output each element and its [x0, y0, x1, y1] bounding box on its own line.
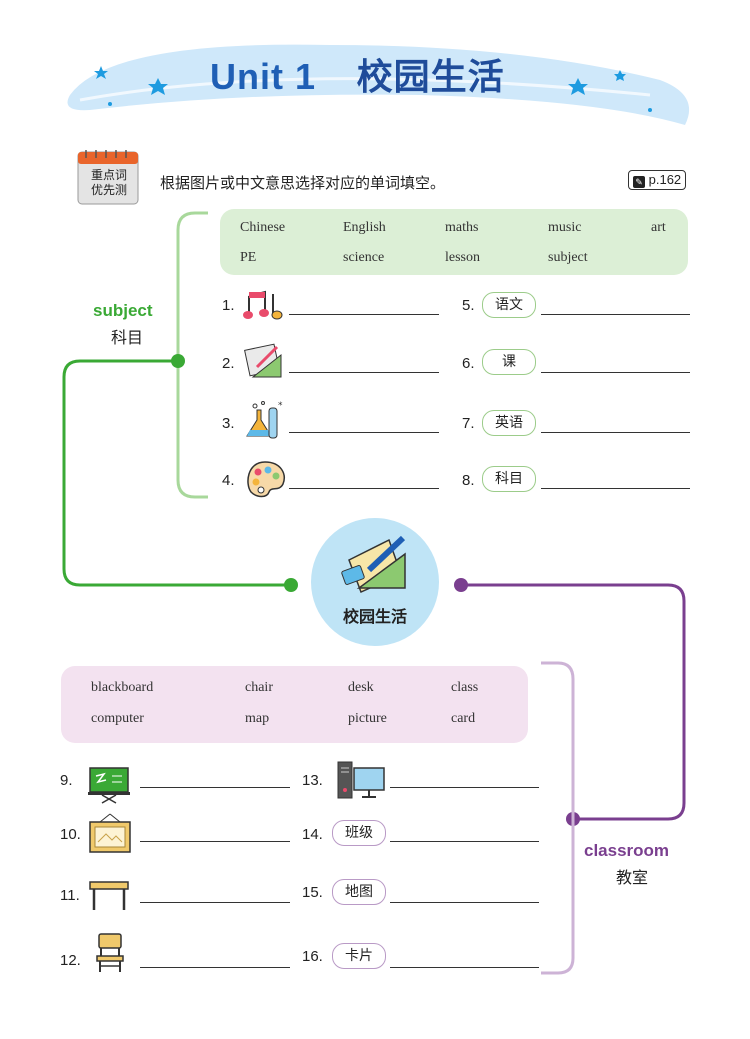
- instruction-text: 根据图片或中文意思选择对应的单词填空。: [160, 174, 446, 192]
- star-icon: [148, 78, 168, 95]
- word-bank-item: computer: [91, 711, 144, 726]
- word-bank-item: PE: [240, 250, 257, 265]
- page-ref-text: p.162: [648, 172, 682, 187]
- word-bank-item: card: [451, 711, 476, 726]
- classroom-connector-dot: [454, 578, 468, 592]
- answer-line[interactable]: [140, 787, 290, 788]
- word-bank-item: picture: [348, 711, 387, 726]
- item-number: 9.: [60, 772, 73, 789]
- word-bank-item: lesson: [445, 250, 480, 265]
- star-icon: [614, 70, 626, 81]
- answer-line[interactable]: [140, 967, 290, 968]
- classroom-cn: 教室: [616, 868, 649, 887]
- item-number: 3.: [222, 415, 235, 432]
- science-flask-icon: *: [246, 401, 283, 439]
- classroom-word-bank: blackboard chair desk class computer map…: [61, 666, 528, 743]
- title-unit: Unit 1: [210, 56, 317, 97]
- word-bank-item: maths: [445, 220, 479, 235]
- word-bank-item: music: [548, 220, 582, 235]
- drawing-tools-icon: [244, 343, 282, 378]
- item-number: 14.: [302, 826, 323, 843]
- answer-line[interactable]: [390, 787, 539, 788]
- item-number: 6.: [462, 355, 475, 372]
- answer-line[interactable]: [140, 841, 290, 842]
- title-banner: [67, 44, 690, 126]
- item-number: 7.: [462, 415, 475, 432]
- answer-line[interactable]: [541, 432, 690, 433]
- subject-title: subject: [93, 301, 153, 320]
- answer-line[interactable]: [390, 967, 539, 968]
- item-number: 15.: [302, 884, 323, 901]
- item-number: 16.: [302, 948, 323, 965]
- answer-line[interactable]: [541, 488, 690, 489]
- key-icon: ✎: [633, 176, 645, 188]
- chair-icon: [96, 933, 124, 972]
- svg-text:*: *: [278, 401, 283, 411]
- paint-palette-icon: [247, 461, 285, 498]
- word-bank-item: desk: [348, 680, 374, 695]
- desk-icon: [89, 881, 129, 910]
- chinese-hint: 班级: [332, 820, 386, 846]
- center-topic-circle: [311, 518, 439, 646]
- chinese-hint: 卡片: [332, 943, 386, 969]
- item-number: 2.: [222, 355, 235, 372]
- item-number: 13.: [302, 772, 323, 789]
- item-number: 12.: [60, 952, 81, 969]
- answer-line[interactable]: [289, 488, 439, 489]
- star-icon: [94, 66, 108, 79]
- answer-line[interactable]: [289, 372, 439, 373]
- word-bank-item: science: [343, 250, 385, 265]
- chinese-hint: 语文: [482, 292, 536, 318]
- subject-connector-dot: [171, 354, 185, 368]
- word-bank-item: English: [343, 220, 386, 235]
- classroom-title: classroom: [584, 841, 670, 860]
- answer-line[interactable]: [541, 372, 690, 373]
- answer-line[interactable]: [390, 902, 539, 903]
- chinese-hint: 课: [482, 349, 536, 375]
- answer-line[interactable]: [541, 314, 690, 315]
- word-bank-item: art: [651, 220, 666, 235]
- item-number: 8.: [462, 472, 475, 489]
- star-icon: [568, 78, 588, 95]
- page-title: Unit 1 校园生活: [210, 48, 505, 100]
- word-bank-item: chair: [245, 680, 273, 695]
- answer-line[interactable]: [289, 314, 439, 315]
- item-number: 10.: [60, 826, 81, 843]
- calendar-icon: 重点词 优先测: [72, 148, 144, 206]
- word-bank-item: blackboard: [91, 680, 154, 695]
- chinese-hint: 英语: [482, 410, 536, 436]
- item-number: 4.: [222, 472, 235, 489]
- calendar-label-line1: 重点词: [90, 168, 127, 182]
- calendar-label-line2: 优先测: [90, 183, 127, 197]
- item-number: 1.: [222, 297, 235, 314]
- word-bank-item: subject: [548, 250, 588, 265]
- computer-icon: [337, 761, 385, 799]
- answer-line[interactable]: [390, 841, 539, 842]
- title-cn: 校园生活: [356, 57, 505, 98]
- school-supplies-icon: [341, 535, 406, 594]
- answer-line[interactable]: [289, 432, 439, 433]
- item-number: 11.: [60, 887, 80, 904]
- page-reference: ✎ p.162: [628, 170, 687, 190]
- subject-connector-dot: [284, 578, 298, 592]
- blackboard-icon: [88, 767, 130, 804]
- item-number: 5.: [462, 297, 475, 314]
- center-topic-label: 校园生活: [342, 607, 407, 626]
- subject-cn: 科目: [111, 328, 144, 347]
- chinese-hint: 地图: [332, 879, 386, 905]
- picture-frame-icon: [89, 813, 131, 853]
- word-bank-item: class: [451, 680, 479, 695]
- word-bank-item: Chinese: [240, 220, 286, 235]
- music-notes-icon: [243, 290, 283, 320]
- word-bank-item: map: [245, 711, 270, 726]
- chinese-hint: 科目: [482, 466, 536, 492]
- subject-word-bank: Chinese English maths music art PE scien…: [220, 209, 688, 275]
- answer-line[interactable]: [140, 902, 290, 903]
